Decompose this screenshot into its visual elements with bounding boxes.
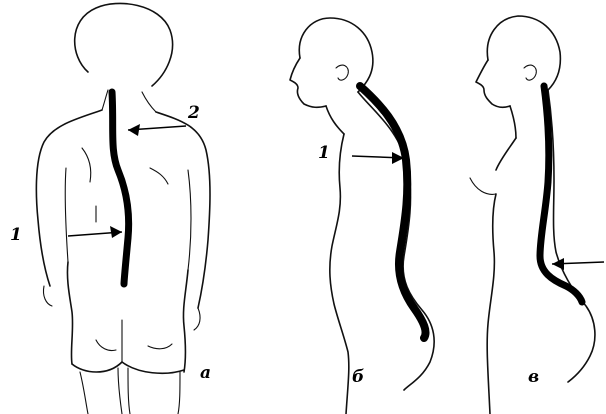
panel-label-a: а: [200, 363, 211, 383]
panel-side-view-c: [470, 16, 604, 414]
marker-1-back: 1: [10, 225, 22, 245]
panel-label-b: б: [352, 367, 364, 387]
panel-back-view: [36, 3, 210, 414]
marker-2-back: 2: [187, 103, 200, 123]
panel-label-c: в: [528, 367, 539, 387]
panel-side-view-b: [290, 18, 434, 414]
marker-1-side: 1: [318, 143, 330, 163]
